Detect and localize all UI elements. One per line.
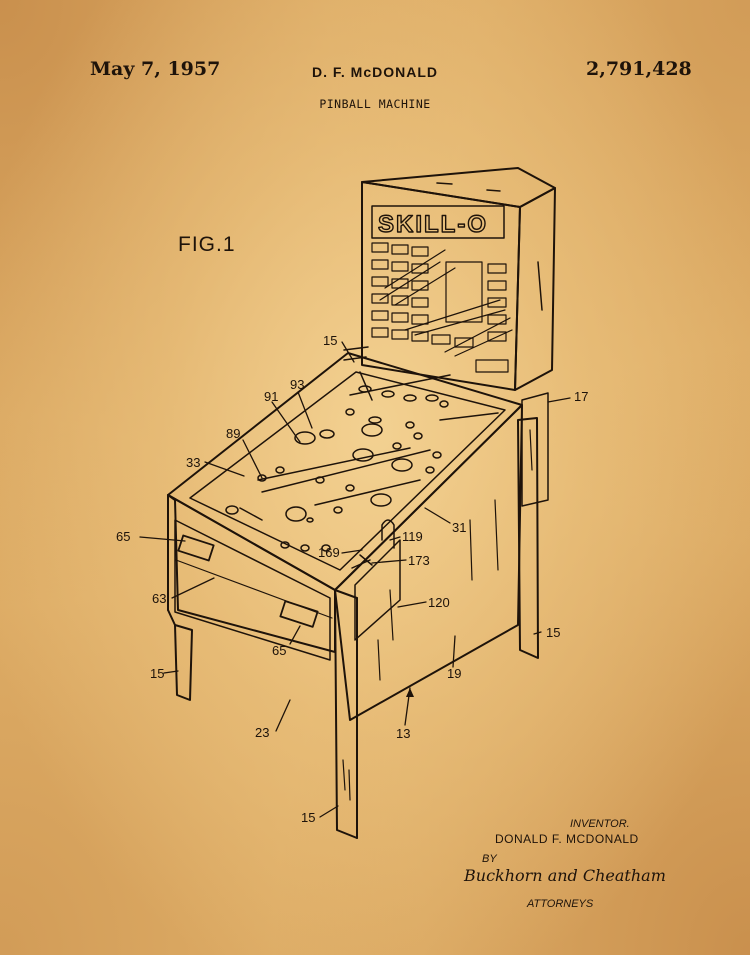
callout-15: 15 — [150, 666, 164, 681]
callout-89: 89 — [226, 426, 240, 441]
cabinet-front-panel — [174, 519, 331, 661]
callout-13: 13 — [396, 726, 410, 741]
coin-door — [354, 539, 401, 641]
callout-15: 15 — [546, 625, 560, 640]
figure-label: FIG.1 — [178, 233, 236, 256]
inventor-full-name: DONALD F. MCDONALD — [495, 832, 639, 846]
callout-173: 173 — [408, 553, 430, 568]
callout-33: 33 — [186, 455, 200, 470]
backbox: SKILL-O — [361, 167, 556, 391]
callout-17: 17 — [574, 389, 588, 404]
header-date: May 7, 1957 — [90, 58, 221, 80]
callout-63: 63 — [152, 591, 166, 606]
backbox-top — [361, 167, 556, 208]
callout-91: 91 — [264, 389, 278, 404]
callout-65: 65 — [272, 643, 286, 658]
patent-title: PINBALL MACHINE — [319, 97, 431, 111]
playfield — [167, 346, 523, 591]
cabinet-front — [167, 494, 336, 653]
callout-119: 119 — [402, 529, 423, 544]
backbox-support — [521, 392, 549, 507]
attorneys-label: ATTORNEYS — [527, 898, 594, 910]
callout-labels: 15 93 91 89 33 65 63 65 15 23 15 13 19 1… — [116, 333, 588, 825]
cabinet — [167, 404, 523, 721]
callout-31: 31 — [452, 520, 466, 535]
legs — [174, 392, 549, 839]
leader-lines — [139, 341, 571, 818]
callout-169: 169 — [318, 545, 340, 560]
leg-front-left — [174, 624, 193, 701]
header-inventor: D. F. McDONALD — [312, 64, 438, 80]
attorney-signature: Buckhorn and Cheatham — [464, 866, 666, 885]
cabinet-side — [334, 404, 523, 721]
by-label: BY — [482, 853, 497, 865]
callout-15: 15 — [323, 333, 337, 348]
flipper-button-right — [279, 600, 319, 628]
callout-19: 19 — [447, 666, 461, 681]
callout-120: 120 — [428, 595, 450, 610]
leg-back-right — [517, 417, 539, 659]
backbox-side — [514, 187, 556, 391]
flipper-button-left — [177, 534, 215, 562]
inventor-label: INVENTOR. — [570, 818, 630, 830]
callout-65: 65 — [116, 529, 130, 544]
callout-93: 93 — [290, 377, 304, 392]
callout-23: 23 — [255, 725, 269, 740]
backglass-logo: SKILL-O — [378, 211, 488, 238]
callout-15: 15 — [301, 810, 315, 825]
header-patent-number: 2,791,428 — [586, 58, 692, 80]
